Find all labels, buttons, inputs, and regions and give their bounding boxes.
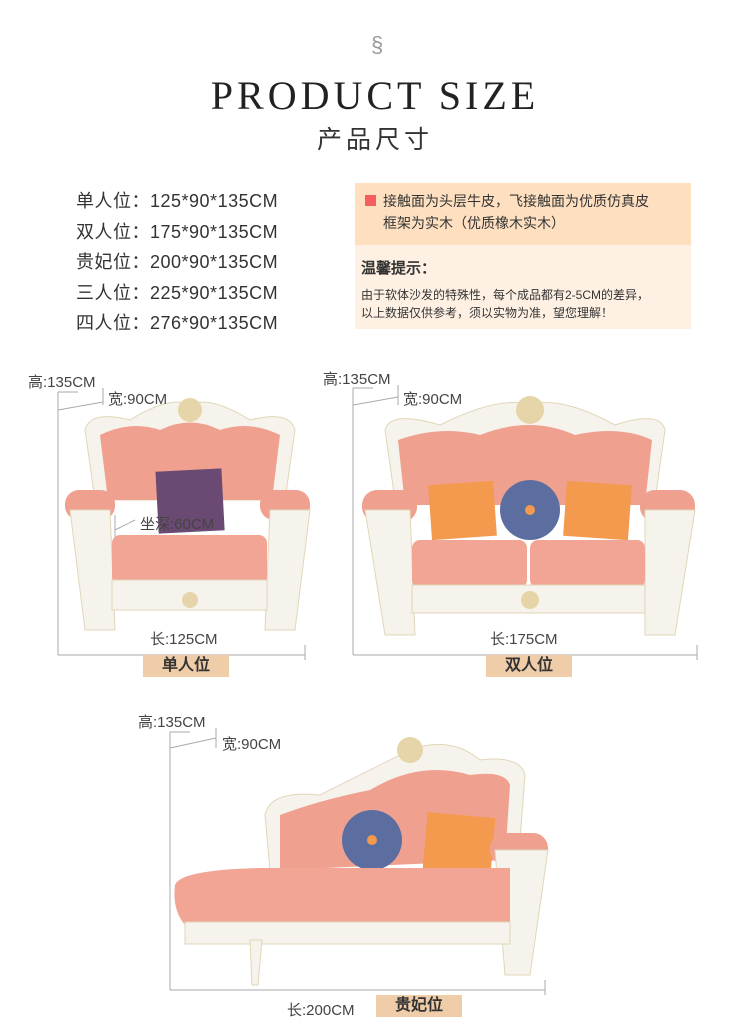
height-label: 高:135CM — [28, 374, 96, 391]
length-label: 长:200CM — [287, 1002, 355, 1019]
size-item: 单人位：125*90*135CM — [76, 191, 279, 211]
chaise-sofa-image — [174, 737, 549, 986]
tips-line: 由于软体沙发的特殊性，每个成品都有2-5CM的差异， — [361, 288, 650, 302]
width-label: 宽:90CM — [108, 391, 168, 408]
height-label: 高:135CM — [323, 371, 391, 388]
material-line: 接触面为头层牛皮，飞接触面为优质仿真皮 — [383, 194, 649, 210]
single-sofa-image — [65, 398, 311, 631]
sofa-name-badge: 贵妃位 — [376, 995, 462, 1017]
size-item: 双人位：175*90*135CM — [76, 221, 279, 242]
tips-line: 以上数据仅供参考，须以实物为准，望您理解！ — [361, 306, 614, 320]
length-label: 长:125CM — [150, 631, 218, 648]
page-title: PRODUCT SIZE — [210, 73, 540, 118]
material-note: 接触面为头层牛皮，飞接触面为优质仿真皮 框架为实木（优质橡木实木） — [355, 183, 691, 245]
sofa-name-badge: 双人位 — [486, 655, 572, 677]
size-list: 单人位：125*90*135CM 双人位：175*90*135CM 贵妃位：20… — [76, 186, 278, 339]
tips-text: 由于软体沙发的特殊性，每个成品都有2-5CM的差异， 以上数据仅供参考，须以实物… — [361, 286, 649, 322]
info-box: 接触面为头层牛皮，飞接触面为优质仿真皮 框架为实木（优质橡木实木） 温馨提示： … — [355, 183, 691, 329]
smoke-swirl-icon: § — [371, 32, 384, 57]
size-item: 三人位：225*90*135CM — [76, 282, 279, 303]
size-item: 四人位：276*90*135CM — [76, 313, 279, 333]
bullet-square-icon — [365, 195, 376, 206]
loveseat-sofa-image — [362, 396, 696, 636]
page-subtitle: 产品尺寸 — [316, 125, 433, 154]
size-item: 贵妃位：200*90*135CM — [76, 252, 279, 272]
depth-label: 坐深:60CM — [140, 516, 215, 533]
material-line: 框架为实木（优质橡木实木） — [383, 216, 565, 232]
width-label: 宽:90CM — [403, 391, 463, 408]
tips-heading: 温馨提示： — [361, 259, 437, 277]
width-label: 宽:90CM — [222, 736, 282, 753]
height-label: 高:135CM — [138, 714, 206, 731]
sofa-name-badge: 单人位 — [143, 655, 229, 677]
length-label: 长:175CM — [490, 631, 558, 648]
